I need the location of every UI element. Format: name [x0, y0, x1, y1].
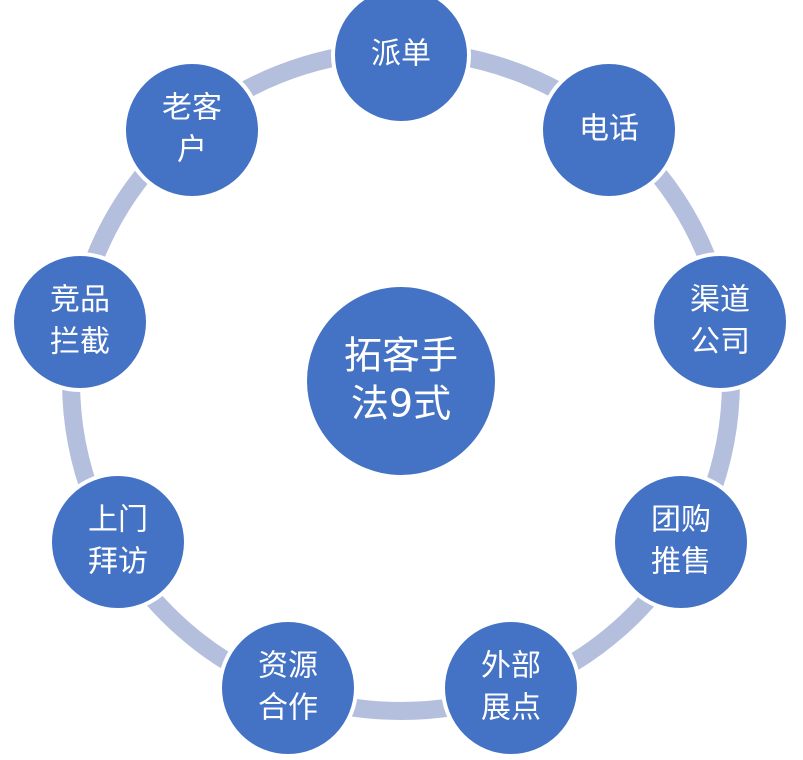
node-label-ziyuan-line-2: 合作 — [258, 691, 318, 726]
node-label-laokehu-line-1: 老客 — [162, 91, 222, 126]
node-label-qudao-line-2: 公司 — [690, 325, 750, 360]
node-label-shangmen-line-2: 拜访 — [88, 545, 148, 580]
node-label-shangmen-line-1: 上门 — [88, 503, 148, 538]
node-label-tuangou-line-2: 推售 — [651, 545, 711, 580]
node-circle-ziyuan — [218, 618, 358, 758]
node-laokehu: 老客户 — [122, 60, 262, 200]
node-circle-paidan — [331, 0, 471, 125]
node-circle-jingpin — [10, 252, 150, 392]
center-node: 拓客手 法9式 — [303, 283, 499, 479]
node-dianhua: 电话 — [539, 60, 679, 200]
center-label-line-1: 拓客手 — [344, 334, 458, 378]
node-circle-laokehu — [122, 60, 262, 200]
node-label-jingpin-line-2: 拦截 — [50, 325, 110, 360]
node-label-waibu-line-2: 展点 — [481, 691, 541, 726]
node-label-waibu-line-1: 外部 — [481, 649, 541, 684]
node-label-ziyuan-line-1: 资源 — [258, 649, 318, 684]
node-circle-waibu — [441, 618, 581, 758]
node-paidan: 派单 — [331, 0, 471, 125]
center-circle — [303, 283, 499, 479]
center-label-line-2: 法9式 — [351, 382, 451, 426]
node-label-qudao-line-1: 渠道 — [690, 283, 750, 318]
node-label-tuangou-line-1: 团购 — [651, 503, 711, 538]
node-label-jingpin-line-1: 竞品 — [50, 283, 110, 318]
node-label-paidan-line-1: 派单 — [371, 37, 431, 72]
node-label-laokehu-line-2: 户 — [177, 133, 207, 168]
node-circle-dianhua — [539, 60, 679, 200]
node-circle-tuangou — [611, 472, 751, 612]
node-circle-shangmen — [48, 472, 188, 612]
node-circle-qudao — [650, 252, 790, 392]
node-label-dianhua-line-1: 电话 — [579, 112, 639, 147]
